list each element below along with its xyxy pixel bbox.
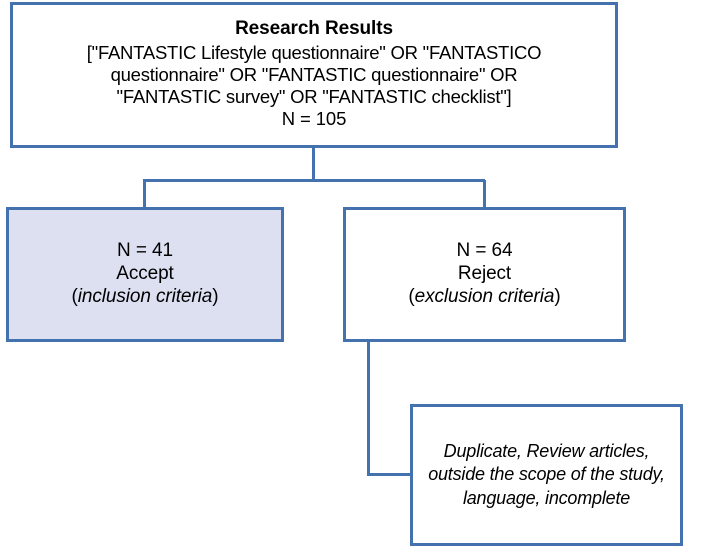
accept-criteria: (inclusion criteria) bbox=[72, 286, 219, 309]
reject-criteria: (exclusion criteria) bbox=[408, 286, 560, 309]
accept-criteria-text: inclusion criteria bbox=[77, 285, 213, 307]
accept-decision: Accept bbox=[116, 263, 174, 285]
root-query-line-1: ["FANTASTIC Lifestyle questionnaire" OR … bbox=[86, 41, 542, 63]
root-query-line-3: "FANTASTIC survey" OR "FANTASTIC checkli… bbox=[116, 85, 512, 107]
reasons-line-1: Duplicate, Review articles, bbox=[443, 440, 650, 461]
root-title: Research Results bbox=[235, 17, 393, 39]
reject-criteria-close-paren: ) bbox=[554, 285, 561, 307]
accept-criteria-close-paren: ) bbox=[212, 285, 219, 307]
node-accept: N = 41 Accept (inclusion criteria) bbox=[6, 207, 284, 342]
reasons-line-3: language, incomplete bbox=[462, 487, 631, 508]
reject-criteria-open-paren: ( bbox=[408, 285, 415, 307]
reject-criteria-text: exclusion criteria bbox=[414, 285, 555, 307]
reasons-line-2: outside the scope of the study, bbox=[428, 464, 665, 485]
reject-decision: Reject bbox=[457, 263, 512, 285]
accept-criteria-open-paren: ( bbox=[71, 285, 78, 307]
node-reject: N = 64 Reject (exclusion criteria) bbox=[343, 207, 626, 342]
node-research-results: Research Results ["FANTASTIC Lifestyle q… bbox=[10, 2, 618, 148]
reject-count: N = 64 bbox=[456, 240, 513, 262]
accept-count: N = 41 bbox=[117, 240, 173, 262]
node-exclusion-reasons: Duplicate, Review articles, outside the … bbox=[410, 404, 683, 546]
root-count: N = 105 bbox=[281, 108, 347, 130]
root-query-line-2: questionnaire" OR "FANTASTIC questionnai… bbox=[110, 63, 518, 85]
